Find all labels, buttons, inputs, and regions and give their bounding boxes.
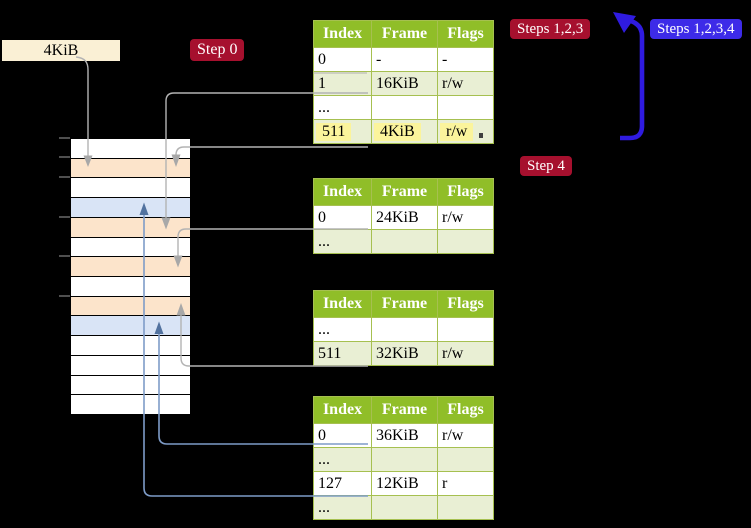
table-row: ... [313, 447, 494, 472]
cell-frame [371, 495, 438, 520]
memory-tick [59, 156, 70, 158]
column-header-frame: Frame [371, 396, 438, 424]
highlighted-value: 4KiB [374, 122, 421, 141]
column-header-flags: Flags [437, 178, 494, 206]
cell-index: 511 [313, 341, 372, 366]
cell-frame: 12KiB [371, 471, 438, 496]
memory-frame-row-white [71, 237, 190, 258]
memory-tick [59, 255, 70, 257]
column-header-index: Index [313, 178, 372, 206]
cell-index: 0 [313, 423, 372, 448]
column-header-frame: Frame [371, 178, 438, 206]
cell-index: ... [313, 447, 372, 472]
column-header-index: Index [313, 290, 372, 318]
table-row: ... [313, 229, 494, 254]
cell-frame: 16KiB [371, 71, 438, 96]
memory-frame-row-white [71, 139, 190, 159]
steps123-label: Steps 1,2,3 [510, 19, 591, 39]
step0-label: Step 0 [190, 39, 245, 61]
memory-tick [59, 216, 70, 218]
memory-frame-row-peach [71, 296, 190, 317]
memory-tick [59, 295, 70, 297]
cell-flags [437, 495, 494, 520]
cell-index: 0 [313, 205, 372, 230]
cell-frame: - [371, 47, 438, 72]
cell-index: ... [313, 317, 372, 342]
memory-column [70, 138, 191, 415]
memory-frame-row-white [71, 375, 190, 396]
column-header-flags: Flags [437, 290, 494, 318]
cell-flags: r/w [437, 341, 494, 366]
cell-index: 0 [313, 47, 372, 72]
cell-flags: r/w [437, 423, 494, 448]
memory-tick [59, 137, 70, 139]
arrow-l4-entry511-to-frame4 [171, 146, 368, 167]
column-header-flags: Flags [437, 396, 494, 424]
memory-frame-row-peach [71, 257, 190, 278]
table-row: ... [313, 95, 494, 120]
memory-frame-row-blue [71, 316, 190, 337]
memory-frame-row-white [71, 355, 190, 376]
cell-frame [371, 229, 438, 254]
cell-index: ... [313, 229, 372, 254]
table-row: ... [313, 317, 494, 342]
column-header-index: Index [313, 396, 372, 424]
column-header-frame: Frame [371, 20, 438, 48]
memory-frame-row-white [71, 395, 190, 415]
table-row: ... [313, 495, 494, 520]
cell-flags: - [437, 47, 494, 72]
memory-frame-row-white [71, 336, 190, 356]
cell-frame [371, 317, 438, 342]
memory-frame-row-peach [71, 158, 190, 179]
memory-tick [59, 176, 70, 178]
cell-flags: r/w [437, 71, 494, 96]
recursive-loop-arrow [613, 12, 645, 141]
cell-frame [371, 95, 438, 120]
cell-index: ... [313, 95, 372, 120]
cell-frame: 24KiB [371, 205, 438, 230]
cell-index: 127 [313, 471, 372, 496]
highlighted-value: r/w [440, 122, 474, 141]
step4-label: Step 4 [520, 156, 572, 176]
cell-flags: r/w [437, 119, 494, 144]
memory-frame-row-white [71, 277, 190, 297]
frame-size-label: 4KiB [2, 40, 120, 61]
cell-frame: 4KiB [371, 119, 438, 144]
column-header-frame: Frame [371, 290, 438, 318]
highlighted-value: 511 [316, 122, 352, 141]
cell-flags [437, 317, 494, 342]
memory-frame-row-blue [71, 198, 190, 218]
cell-index: 511 [313, 119, 372, 144]
cell-index: 1 [313, 71, 372, 96]
table-row: 511 4KiB r/w [313, 119, 494, 144]
cell-frame: 36KiB [371, 423, 438, 448]
cell-flags [437, 447, 494, 472]
memory-frame-row-peach [71, 217, 190, 238]
cell-frame: 32KiB [371, 341, 438, 366]
cell-flags [437, 95, 494, 120]
cell-flags [437, 229, 494, 254]
steps1234-label: Steps 1,2,3,4 [650, 19, 742, 39]
cell-index: ... [313, 495, 372, 520]
memory-frame-row-white [71, 178, 190, 199]
table-row: 0-- [313, 47, 494, 72]
column-header-index: Index [313, 20, 372, 48]
cell-flags: r [437, 471, 494, 496]
cell-frame [371, 447, 438, 472]
column-header-flags: Flags [437, 20, 494, 48]
cell-flags: r/w [437, 205, 494, 230]
